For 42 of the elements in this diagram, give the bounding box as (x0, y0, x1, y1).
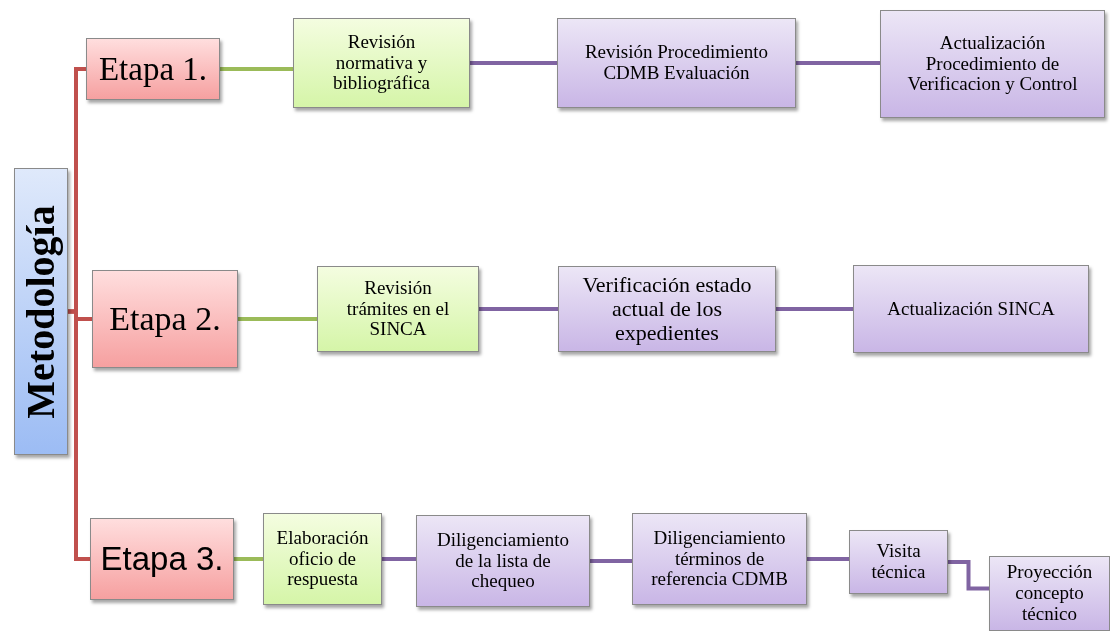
node-label: Revisión normativa y bibliográfica (331, 31, 432, 95)
task-box (849, 530, 948, 594)
node-label: Visita técnica (870, 541, 927, 583)
node-label: Etapa 1. (98, 50, 208, 88)
node-label: Revisión Procedimiento CDMB Evaluación (583, 42, 770, 84)
connector-line (807, 557, 849, 561)
connector-line (234, 557, 263, 561)
category-box (14, 168, 68, 455)
stage-box (92, 270, 238, 368)
connector-line (590, 559, 632, 563)
node-label: Revisión trámites en el SINCA (345, 277, 451, 341)
connector-line (68, 309, 90, 561)
connector-line (948, 560, 989, 591)
task-box (293, 18, 470, 108)
task-box (263, 513, 382, 605)
node-label: Etapa 2. (109, 300, 221, 338)
stage-box (86, 38, 220, 100)
node-label: Diligenciamiento de la lista de chequeo (436, 529, 570, 593)
node-label: Proyección concepto técnico (1005, 562, 1094, 625)
task-box (558, 266, 776, 352)
node-label: Etapa 3. (100, 540, 224, 578)
connector-line (479, 307, 558, 311)
node-label: Actualización Procedimiento de Verificacion y Control (906, 32, 1079, 96)
connector-line (776, 307, 853, 311)
task-box (989, 556, 1110, 631)
node-label: Elaboración oficio de respuesta (275, 527, 370, 591)
connector-line (796, 61, 880, 65)
task-box (632, 513, 807, 605)
connector-line (238, 317, 317, 321)
task-box (853, 265, 1089, 353)
task-box (557, 18, 796, 108)
connector-line (470, 61, 557, 65)
stage-box (90, 518, 234, 600)
task-box (317, 266, 479, 352)
connector-line (220, 67, 293, 71)
node-label: Verificación estado actual de los expedientes (581, 272, 753, 346)
task-box (416, 515, 590, 607)
node-label: Diligenciamiento términos de referencia CDMB (650, 527, 789, 591)
category-label: Metodología (19, 204, 63, 419)
node-label: Actualización SINCA (887, 298, 1055, 320)
task-box (880, 10, 1105, 118)
connector-line (382, 557, 416, 561)
